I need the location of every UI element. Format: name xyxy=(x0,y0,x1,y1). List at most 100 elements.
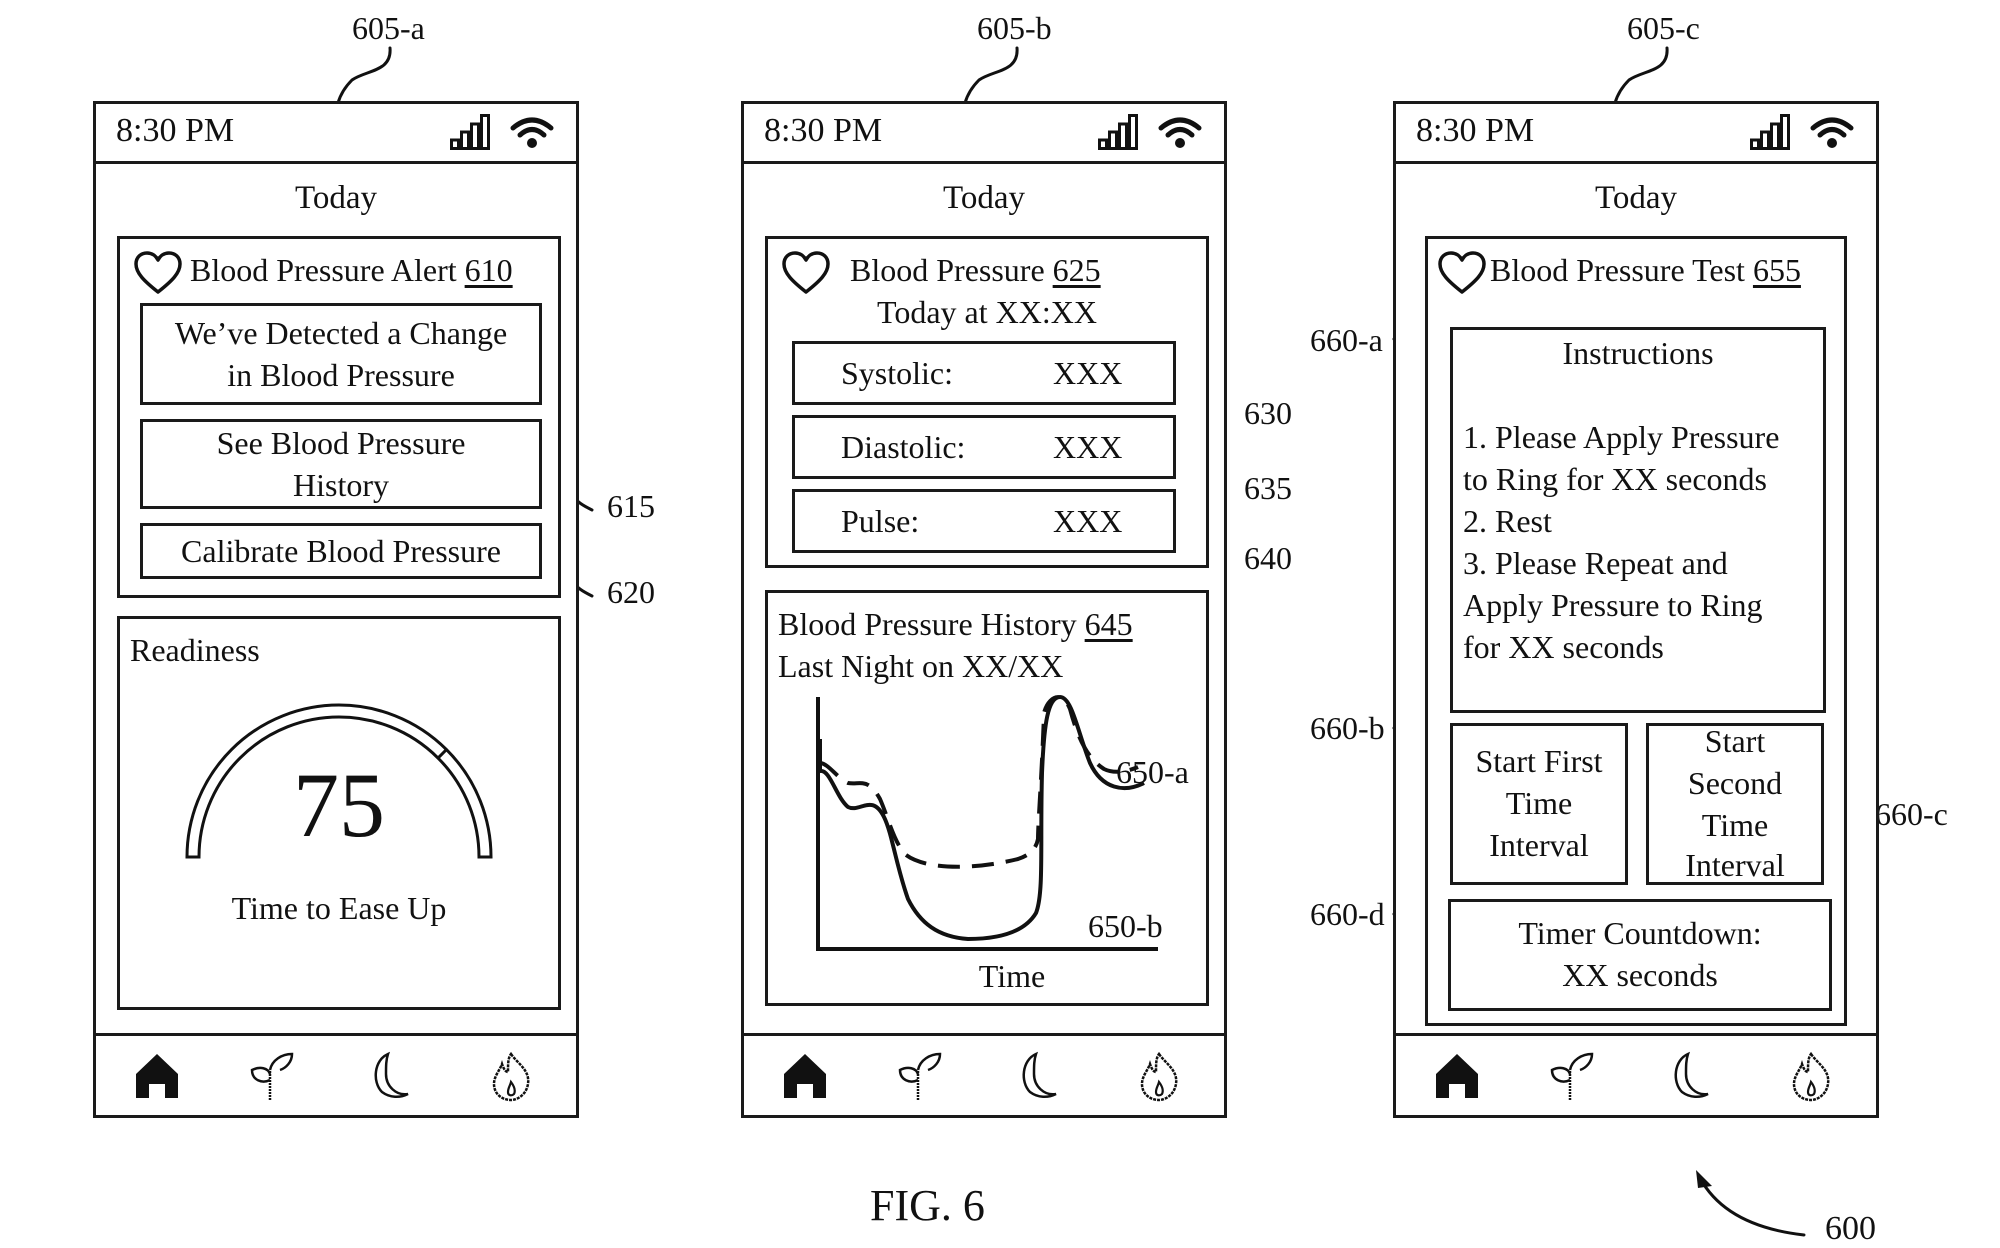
diastolic-value: XXX xyxy=(1053,429,1123,465)
readiness-title: Readiness xyxy=(130,632,260,668)
readiness-score: 75 xyxy=(293,754,385,856)
moon-icon[interactable] xyxy=(366,1050,416,1102)
blood-pressure-test-card[interactable]: Blood Pressure Test 655 Instructions 1. … xyxy=(1425,236,1847,1026)
blood-pressure-card[interactable]: Blood Pressure 625 Today at XX:XX Systol… xyxy=(765,236,1209,568)
moon-icon[interactable] xyxy=(1666,1050,1716,1102)
instruction-line-4: 3. Please Repeat and xyxy=(1463,545,1728,581)
history-card-subtitle: Last Night on XX/XX xyxy=(778,648,1064,684)
instruction-line-3: 2. Rest xyxy=(1463,503,1552,539)
sprout-icon[interactable] xyxy=(896,1050,946,1102)
chart-axes xyxy=(816,697,1158,951)
see-history-label-2: History xyxy=(293,467,389,503)
ref-label-660d: 660-d xyxy=(1310,896,1385,932)
first-interval-label-2: Time xyxy=(1505,785,1573,821)
status-time: 8:30 PM xyxy=(1416,112,1535,149)
test-card-ref: 655 xyxy=(1752,252,1801,288)
phone-screen-a: 8:30 PM Today Blood Pressure Alert 610 W… xyxy=(93,101,579,1118)
phone-screen-b: 8:30 PM Today Blood Pressure 625 Today a… xyxy=(741,101,1227,1118)
series-650a-dashed xyxy=(819,695,1139,869)
heart-icon xyxy=(1438,251,1486,295)
alert-message-line-1: We’ve Detected a Change xyxy=(174,315,508,351)
section-title: Today xyxy=(1594,180,1677,216)
home-icon[interactable] xyxy=(1432,1050,1482,1102)
first-interval-label-3: Interval xyxy=(1489,827,1589,863)
moon-icon[interactable] xyxy=(1014,1050,1064,1102)
status-bar: 8:30 PM xyxy=(744,104,1224,164)
figure-caption: FIG. 6 xyxy=(870,1181,985,1230)
history-card-title: Blood Pressure History 645 xyxy=(778,606,1133,642)
section-title: Today xyxy=(942,180,1025,216)
sprout-icon[interactable] xyxy=(1548,1050,1598,1102)
flame-icon[interactable] xyxy=(486,1050,536,1102)
alert-card-title: Blood Pressure Alert 610 xyxy=(190,252,513,288)
instruction-line-2: to Ring for XX seconds xyxy=(1463,461,1767,497)
see-history-label-1: See Blood Pressure xyxy=(216,425,466,461)
test-card-title: Blood Pressure Test 655 xyxy=(1490,252,1801,288)
second-interval-label-2: Second xyxy=(1687,765,1783,801)
readiness-subtitle: Time to Ease Up xyxy=(231,890,447,926)
cellular-signal-icon xyxy=(1098,114,1138,150)
arrow-head xyxy=(1696,1170,1712,1188)
ref-label-605a: 605-a xyxy=(352,10,425,46)
ref-label-615: 615 xyxy=(607,488,655,524)
ref-label-640: 640 xyxy=(1244,540,1292,576)
readiness-card[interactable]: Readiness 75 Time to Ease Up xyxy=(117,616,561,1010)
wifi-icon xyxy=(1158,116,1202,150)
calibrate-button[interactable]: Calibrate Blood Pressure xyxy=(140,523,542,579)
heart-icon xyxy=(782,251,830,295)
flame-icon[interactable] xyxy=(1786,1050,1836,1102)
systolic-reading: Systolic: XXX xyxy=(792,341,1176,405)
bottom-nav xyxy=(1396,1033,1876,1115)
flame-icon[interactable] xyxy=(1134,1050,1184,1102)
instructions-box: Instructions 1. Please Apply Pressure to… xyxy=(1450,327,1826,713)
diastolic-label: Diastolic: xyxy=(841,429,966,465)
start-second-interval-button[interactable]: Start Second Time Interval xyxy=(1646,723,1824,885)
series-650b-solid xyxy=(818,694,1145,942)
pulse-label: Pulse: xyxy=(841,503,920,539)
history-chart xyxy=(816,694,1158,951)
ref-label-605b: 605-b xyxy=(977,10,1052,46)
pulse-value: XXX xyxy=(1053,503,1123,539)
phone-screen-c: 8:30 PM Today Blood Pressure Test 655 In… xyxy=(1393,101,1879,1118)
readiness-gauge xyxy=(185,703,493,859)
status-time: 8:30 PM xyxy=(116,112,235,149)
second-interval-label-1: Start xyxy=(1704,723,1766,759)
bp-card-subtitle: Today at XX:XX xyxy=(877,294,1097,330)
heart-icon xyxy=(134,251,182,295)
sprout-icon[interactable] xyxy=(248,1050,298,1102)
timer-countdown-box: Timer Countdown: XX seconds xyxy=(1448,899,1832,1011)
ref-label-660a: 660-a xyxy=(1310,322,1383,358)
ref-label-620: 620 xyxy=(607,574,655,610)
bottom-nav xyxy=(96,1033,576,1115)
status-time: 8:30 PM xyxy=(764,112,883,149)
cellular-signal-icon xyxy=(450,114,490,150)
diastolic-reading: Diastolic: XXX xyxy=(792,415,1176,479)
blood-pressure-alert-card[interactable]: Blood Pressure Alert 610 We’ve Detected … xyxy=(117,236,561,598)
bottom-nav xyxy=(744,1033,1224,1115)
systolic-value: XXX xyxy=(1053,355,1123,391)
home-icon[interactable] xyxy=(132,1050,182,1102)
gauge-progress-marker xyxy=(436,748,448,760)
gauge-track xyxy=(185,703,493,859)
calibrate-label: Calibrate Blood Pressure xyxy=(181,533,501,569)
bp-card-ref: 625 xyxy=(1052,252,1101,288)
ref-label-630: 630 xyxy=(1244,395,1292,431)
history-card-ref: 645 xyxy=(1084,606,1133,642)
ref-label-660c: 660-c xyxy=(1875,796,1948,832)
systolic-label: Systolic: xyxy=(841,355,954,391)
instruction-line-1: 1. Please Apply Pressure xyxy=(1463,419,1780,455)
first-interval-label-1: Start First xyxy=(1475,743,1603,779)
status-bar: 8:30 PM xyxy=(96,104,576,164)
home-icon[interactable] xyxy=(780,1050,830,1102)
start-first-interval-button[interactable]: Start First Time Interval xyxy=(1450,723,1628,885)
ref-label-635: 635 xyxy=(1244,470,1292,506)
instructions-heading: Instructions xyxy=(1562,335,1714,371)
see-history-button[interactable]: See Blood Pressure History xyxy=(140,419,542,509)
wifi-icon xyxy=(510,116,554,150)
alert-card-ref: 610 xyxy=(464,252,513,288)
cellular-signal-icon xyxy=(1750,114,1790,150)
blood-pressure-history-card[interactable]: Blood Pressure History 645 Last Night on… xyxy=(765,590,1209,1006)
ref-label-600: 600 xyxy=(1825,1210,1876,1247)
alert-message-line-2: in Blood Pressure xyxy=(227,357,455,393)
bp-card-title: Blood Pressure 625 xyxy=(850,252,1101,288)
